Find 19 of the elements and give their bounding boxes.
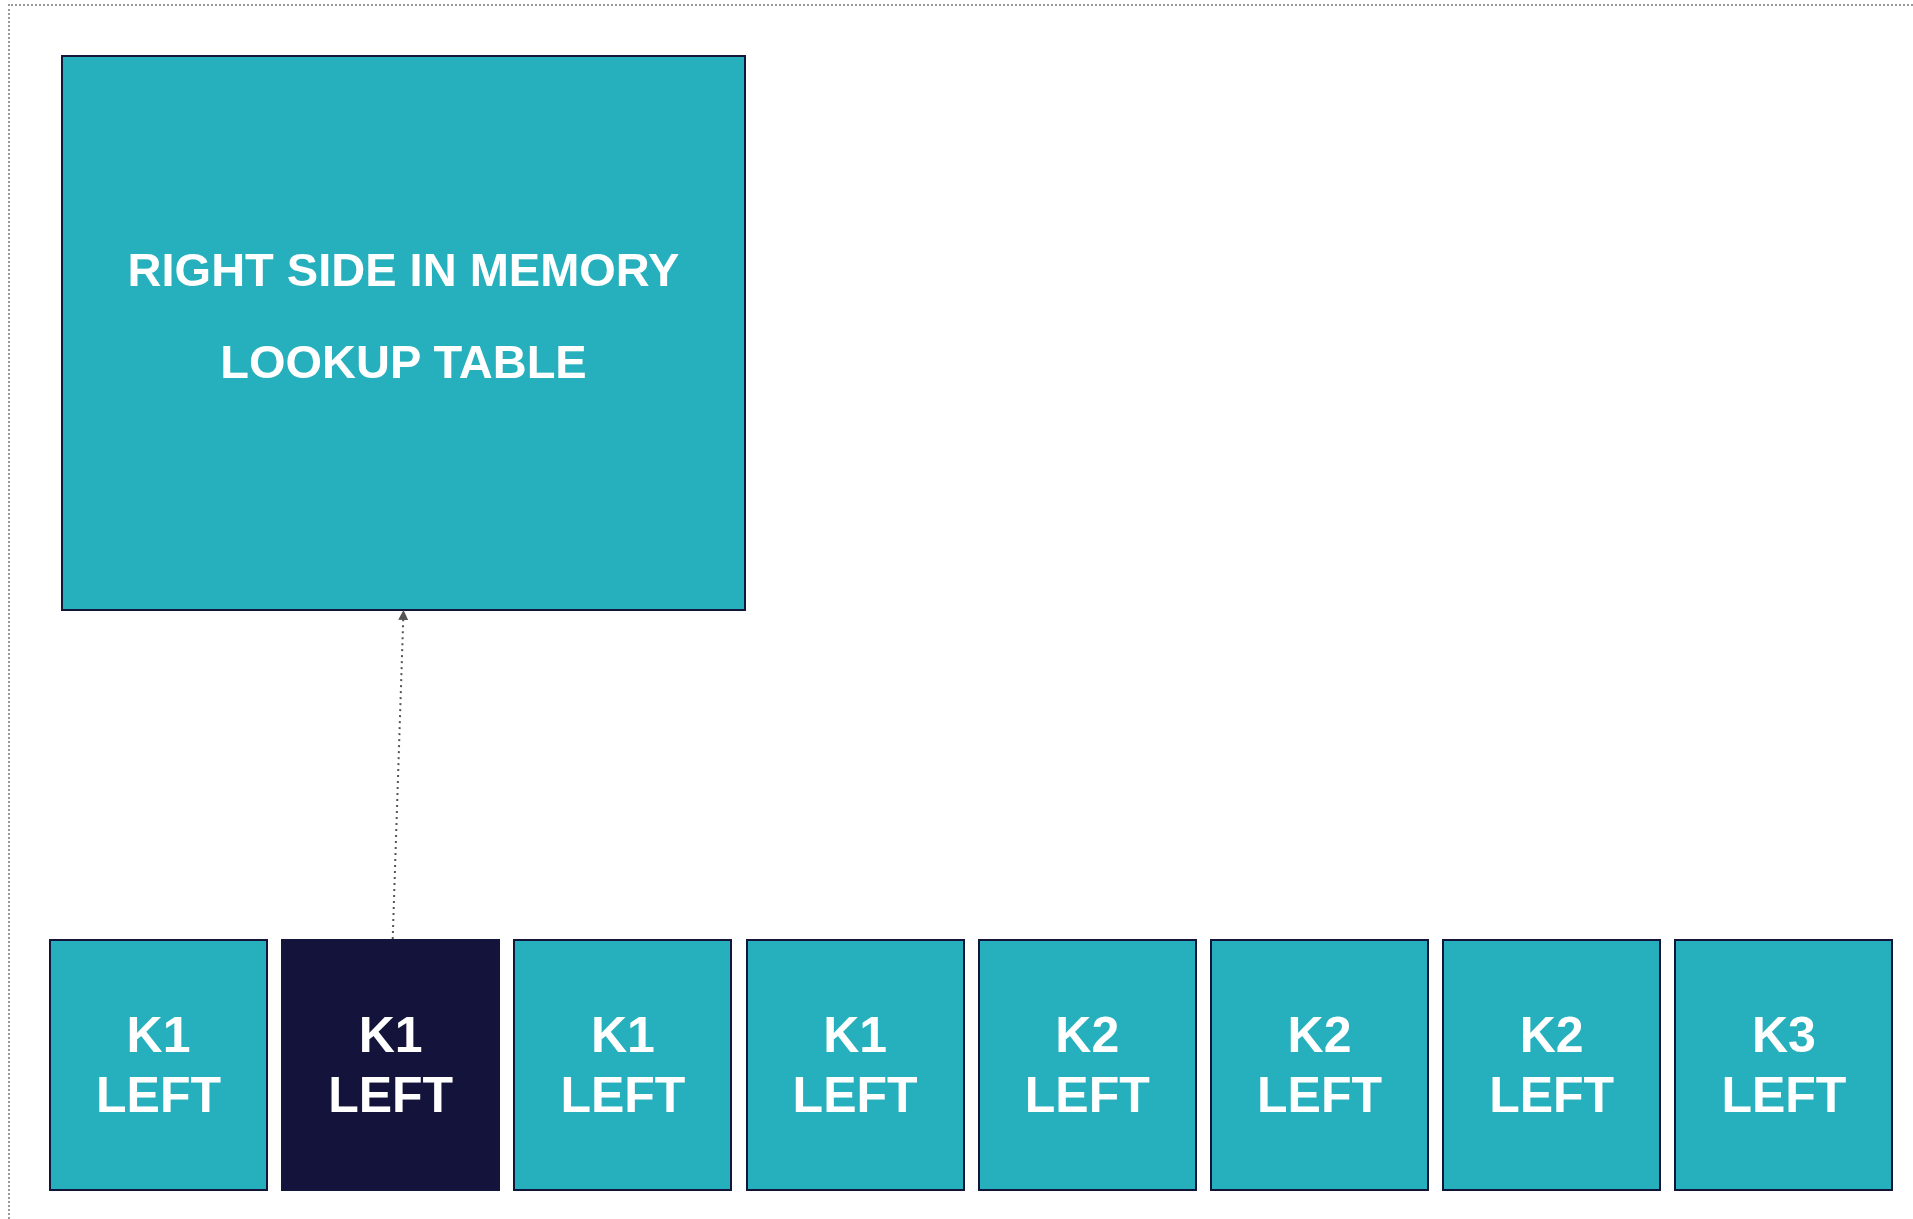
key-box [977,939,1197,1191]
box-label: K2 LEFT [1488,1006,1616,1125]
box-label: K1 LEFT [559,1006,687,1125]
dotted-arrow [391,610,409,940]
key-box [745,939,965,1191]
box-label: K1 LEFT [327,1006,455,1125]
box-label: K2 LEFT [1256,1006,1383,1125]
box-label: K1 LEFT [95,1006,222,1125]
box-label: K2 LEFT [1023,1006,1151,1125]
key-box [1210,939,1429,1191]
key-box [513,939,733,1191]
box-label: K1 LEFT [791,1006,919,1125]
box-label: K3 LEFT [1720,1006,1848,1125]
key-box [49,939,268,1191]
key-box [1442,939,1662,1191]
key-box [281,939,501,1191]
key-box [1674,939,1894,1191]
box-label: RIGHT SIDE IN MEMORY LOOKUP TABLE [126,242,681,390]
lookup-table-box [61,55,746,611]
